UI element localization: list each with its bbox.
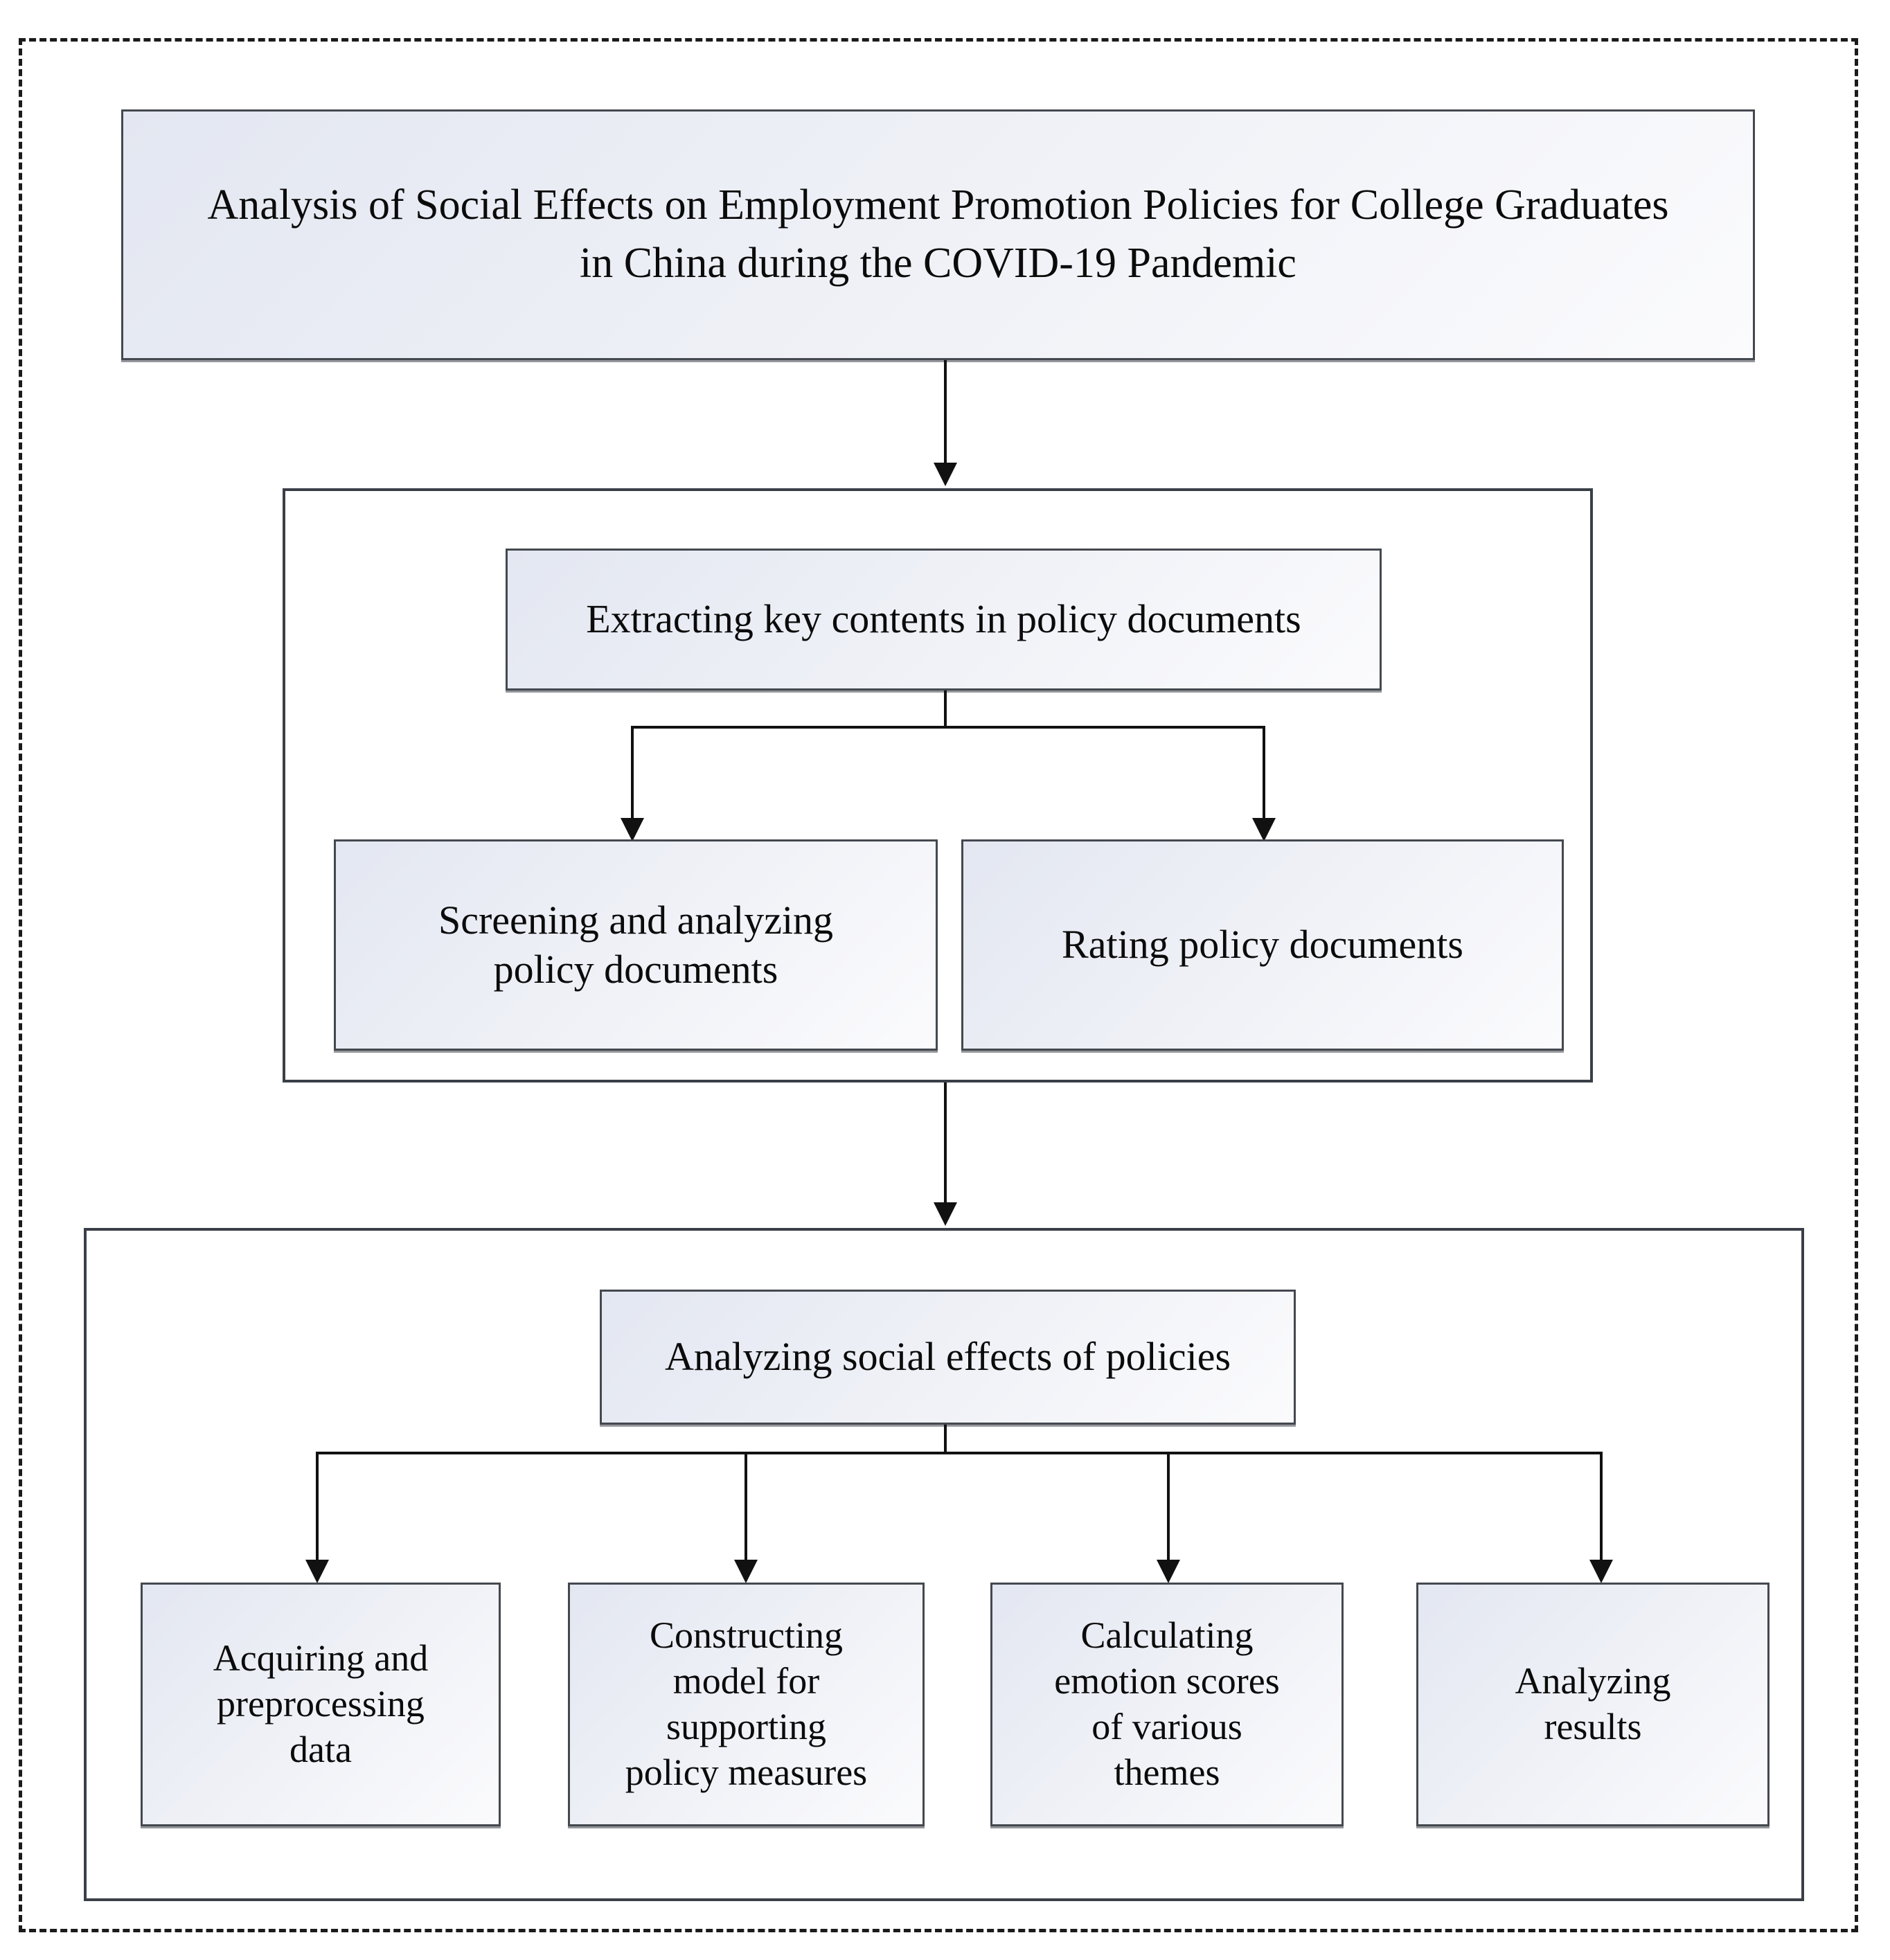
connector-extract-to-rating bbox=[1263, 726, 1265, 819]
connector-extract-to-screening bbox=[631, 726, 634, 819]
node-extracting-label: Extracting key contents in policy docume… bbox=[586, 596, 1301, 642]
node-calculating-label: Calculating emotion scores of various th… bbox=[1054, 1614, 1280, 1793]
arrowhead-analyzing-to-acquiring bbox=[305, 1560, 329, 1583]
node-extracting-key-contents[interactable]: Extracting key contents in policy docume… bbox=[506, 549, 1382, 691]
arrowhead-extract-to-rating bbox=[1252, 818, 1276, 841]
arrowhead-extract-to-screening bbox=[621, 818, 644, 841]
connector-analyzing-stem bbox=[944, 1425, 947, 1454]
arrowhead-analyzing-to-results bbox=[1589, 1560, 1613, 1583]
node-screening-label: Screening and analyzing policy documents bbox=[438, 897, 834, 992]
connector-analyzing-to-results bbox=[1600, 1452, 1603, 1561]
arrowhead-analyzing-to-constructing bbox=[734, 1560, 758, 1583]
connector-analyzing-to-calculating bbox=[1167, 1452, 1170, 1561]
arrowhead-analyzing-to-calculating bbox=[1157, 1560, 1180, 1583]
arrowhead-group1-to-group2 bbox=[934, 1202, 957, 1226]
node-results-label: Analyzing results bbox=[1515, 1660, 1671, 1747]
outer-dashed-frame bbox=[19, 38, 1858, 1932]
node-acquiring-preprocessing-data[interactable]: Acquiring and preprocessing data bbox=[141, 1583, 501, 1826]
node-analyzing-social-effects[interactable]: Analyzing social effects of policies bbox=[600, 1290, 1296, 1425]
node-rating-policy-documents[interactable]: Rating policy documents bbox=[961, 839, 1564, 1051]
connector-analyzing-to-acquiring bbox=[316, 1452, 319, 1561]
node-analyzing-results[interactable]: Analyzing results bbox=[1416, 1583, 1769, 1826]
node-rating-label: Rating policy documents bbox=[1062, 922, 1463, 968]
node-calculating-emotion-scores[interactable]: Calculating emotion scores of various th… bbox=[990, 1583, 1344, 1826]
connector-analyzing-to-constructing bbox=[745, 1452, 747, 1561]
connector-extract-bar bbox=[631, 726, 1265, 729]
connector-analyzing-bar bbox=[316, 1452, 1603, 1454]
node-acquiring-label: Acquiring and preprocessing data bbox=[213, 1637, 429, 1770]
node-constructing-model[interactable]: Constructing model for supporting policy… bbox=[568, 1583, 925, 1826]
connector-title-to-group1 bbox=[944, 360, 947, 464]
node-title-box[interactable]: Analysis of Social Effects on Employment… bbox=[121, 109, 1755, 360]
connector-extract-stem bbox=[944, 691, 947, 729]
connector-group1-to-group2 bbox=[944, 1083, 947, 1204]
node-title-label: Analysis of Social Effects on Employment… bbox=[207, 181, 1669, 287]
node-analyzing-label: Analyzing social effects of policies bbox=[664, 1334, 1231, 1380]
node-constructing-label: Constructing model for supporting policy… bbox=[625, 1614, 868, 1793]
node-screening-analyzing[interactable]: Screening and analyzing policy documents bbox=[334, 839, 938, 1051]
arrowhead-title-to-group1 bbox=[934, 463, 957, 486]
